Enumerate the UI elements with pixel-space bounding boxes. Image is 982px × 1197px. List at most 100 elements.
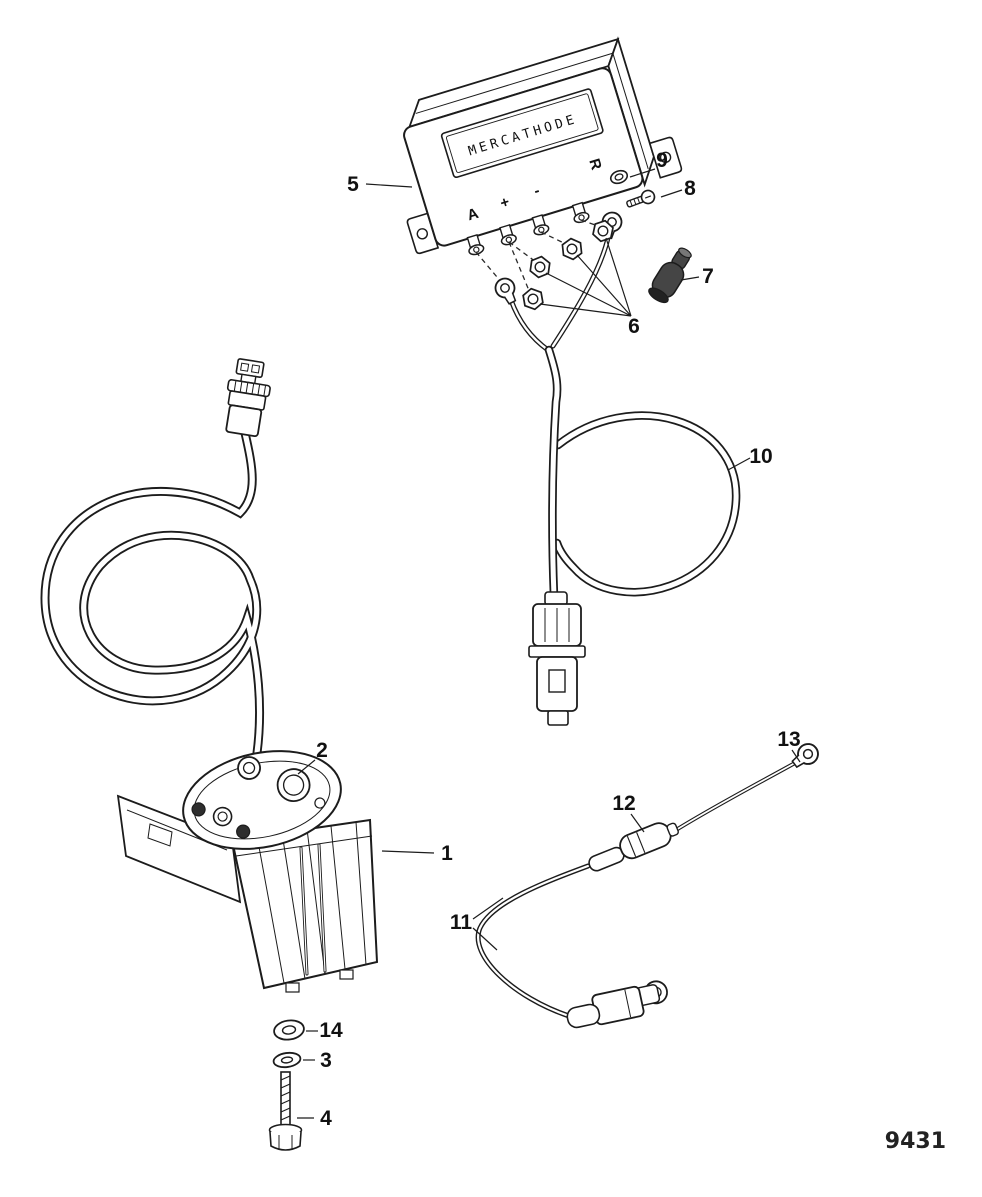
connector-collar xyxy=(528,645,586,658)
lock-washer-9 xyxy=(609,169,629,185)
harness-loop-core xyxy=(554,413,739,595)
plug-tab xyxy=(235,358,265,379)
callout-6-leaders xyxy=(539,237,632,317)
pump-foot xyxy=(285,982,300,993)
pump-bracket xyxy=(182,750,342,850)
sleeve-front xyxy=(619,822,672,860)
harness-main-cable-core xyxy=(546,347,560,599)
callout-10-leader xyxy=(727,457,751,471)
terminal-stud xyxy=(531,214,550,236)
electrode-end xyxy=(566,980,668,1029)
callout-9-leader xyxy=(629,168,656,178)
rubber-boot-7 xyxy=(648,247,692,304)
pump-ribs xyxy=(256,821,367,984)
callout-8: 8 xyxy=(660,177,696,200)
sleeve-rings xyxy=(626,832,646,857)
bolt-threads xyxy=(280,1075,291,1121)
callout-12: 12 xyxy=(612,792,645,833)
washer-hole xyxy=(281,1025,297,1035)
connector-window xyxy=(548,669,566,693)
bracket-fastener-head xyxy=(191,802,206,817)
anode-wire-upper-core xyxy=(675,762,796,831)
connector-ribs xyxy=(544,608,570,642)
pump-bolt-rod-core xyxy=(318,844,326,972)
callout-3-label: 3 xyxy=(320,1049,332,1072)
callout-7-leader xyxy=(680,276,700,281)
callout-5-label: 5 xyxy=(347,173,359,196)
electrode-body-line xyxy=(624,989,632,1018)
bracket-hole-inner xyxy=(217,811,228,822)
projection-line xyxy=(475,251,503,284)
callout-4: 4 xyxy=(297,1107,332,1130)
pump-foot xyxy=(339,969,354,980)
projection-line xyxy=(508,241,537,263)
callout-13: 13 xyxy=(777,728,801,763)
callout-2-label: 2 xyxy=(316,739,328,762)
washer-hole xyxy=(614,173,624,181)
pump-body xyxy=(116,794,379,993)
terminal-r-label: R xyxy=(585,157,604,172)
bolt-head-facets xyxy=(278,1135,293,1150)
ring-terminal xyxy=(491,274,522,308)
anode-cable-coil xyxy=(40,428,265,758)
harness-assembly xyxy=(491,209,741,726)
callout-2-leader xyxy=(297,759,316,775)
terminal-stud xyxy=(499,224,517,246)
screw-threads xyxy=(629,197,641,207)
callout-10: 10 xyxy=(727,445,773,471)
terminal-a-label: A xyxy=(465,205,480,224)
anode-plug-connector xyxy=(225,358,271,438)
callout-11: 11 xyxy=(450,897,504,951)
pump-bolt-rod-core xyxy=(300,847,308,975)
callout-13-label: 13 xyxy=(777,728,800,751)
flange-hole xyxy=(416,228,429,240)
connector-tab xyxy=(547,710,569,726)
washer-hole xyxy=(280,1056,294,1064)
boot-opening xyxy=(648,287,669,304)
projection-line xyxy=(580,219,602,228)
module-label-panel-inner xyxy=(445,93,599,173)
callout-3: 3 xyxy=(303,1049,332,1072)
anode-cable-coil-core xyxy=(42,430,263,756)
callout-8-label: 8 xyxy=(684,177,696,200)
callout-12-label: 12 xyxy=(612,792,635,815)
plug-body xyxy=(225,404,263,438)
plug-collar-ribs xyxy=(233,380,267,397)
callout-9: 9 xyxy=(629,149,668,178)
terminal-minus-label: - xyxy=(532,182,542,200)
harness-loop xyxy=(552,411,741,597)
sleeve-tip xyxy=(666,822,679,837)
callout-9-label: 9 xyxy=(656,149,668,172)
projection-line xyxy=(508,241,531,294)
callout-14-label: 14 xyxy=(319,1019,343,1042)
pump-band-line xyxy=(235,835,373,857)
bracket-large-hole-inner xyxy=(282,774,305,796)
mercathode-controller-module: MERCATHODE R A + - xyxy=(403,36,683,256)
flange-hole xyxy=(659,151,672,164)
callout-11-leaders xyxy=(472,897,504,951)
washer-3 xyxy=(272,1051,302,1069)
callout-6: 6 xyxy=(539,237,640,338)
bracket-fastener-head xyxy=(236,824,251,839)
hex-nut xyxy=(521,286,545,312)
screw-8 xyxy=(626,189,656,208)
callouts: 1 2 3 4 5 6 7 8 xyxy=(297,149,801,1130)
stud-tip xyxy=(473,246,480,253)
callout-6-label: 6 xyxy=(628,315,640,338)
bracket-small-hole xyxy=(314,797,326,809)
plug-tab-slot xyxy=(240,362,250,372)
projection-line xyxy=(540,231,569,246)
callout-5: 5 xyxy=(347,173,413,196)
callout-2: 2 xyxy=(297,739,328,775)
module-seam-lines xyxy=(415,52,649,170)
callout-1-leader xyxy=(381,850,435,854)
callout-11-label: 11 xyxy=(450,911,473,934)
pump-wedge-notch xyxy=(147,823,173,847)
callout-14: 14 xyxy=(306,1019,343,1042)
terminal-stud xyxy=(466,233,485,256)
washer-14 xyxy=(273,1019,305,1041)
harness-connector xyxy=(528,591,586,726)
terminal-stud xyxy=(571,201,590,224)
